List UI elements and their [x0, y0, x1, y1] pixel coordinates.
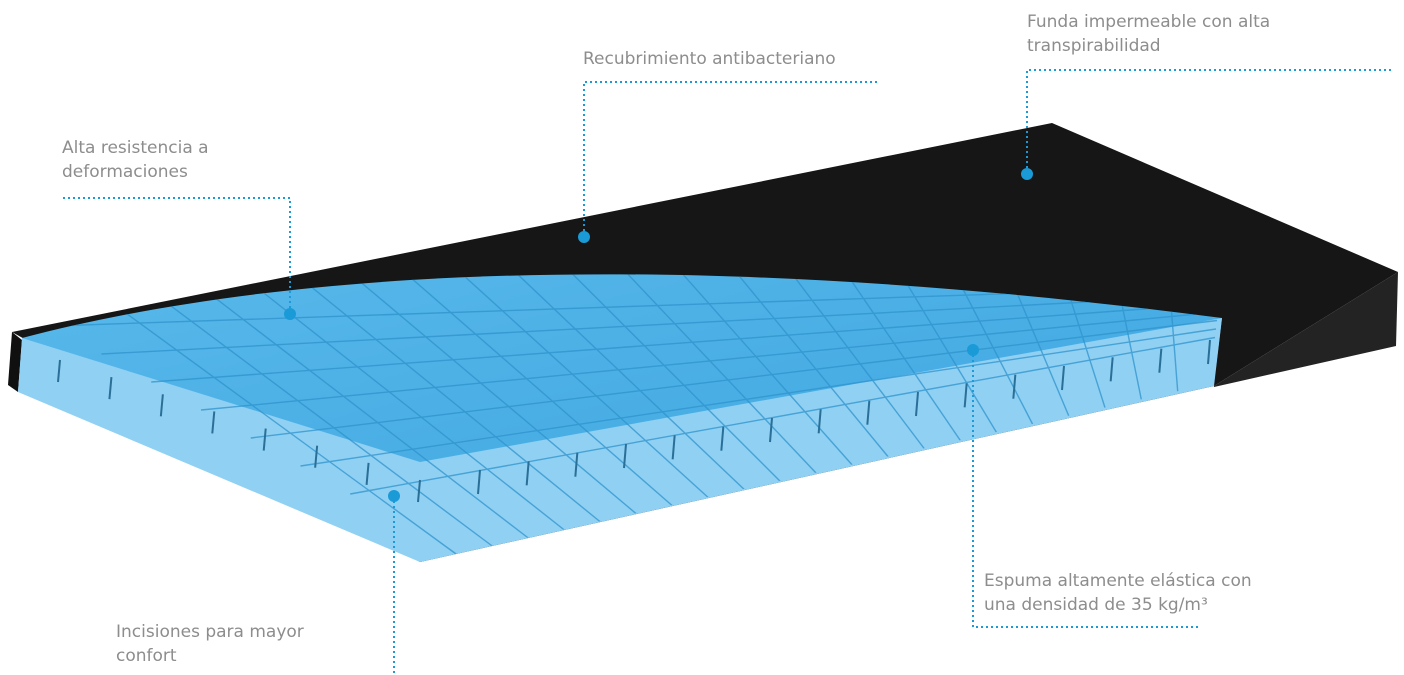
grid-line: [894, 274, 999, 435]
label-espuma-line1: Espuma altamente elástica con: [984, 571, 1252, 591]
leader-espuma: [972, 350, 1198, 628]
dot-incisiones: [388, 490, 400, 502]
grid-line: [512, 274, 746, 491]
grid-line: [300, 328, 1217, 467]
label-resistencia-line2: deformaciones: [62, 162, 188, 182]
incision-mark: [769, 417, 773, 443]
incision-mark: [159, 394, 164, 417]
dot-funda: [1021, 168, 1033, 180]
incision-mark: [57, 359, 61, 383]
grid-line: [403, 274, 674, 507]
label-recubrimiento: Recubrimiento antibacteriano: [583, 47, 836, 71]
incision-mark: [963, 383, 968, 408]
foam-incisions: [57, 339, 1211, 503]
incision-mark: [915, 391, 919, 417]
incision-mark: [314, 445, 319, 468]
leader-resistencia: [62, 197, 291, 313]
label-resistencia-line1: Alta resistencia a: [62, 138, 209, 158]
dot-resistencia: [284, 308, 296, 320]
foam-grid: [51, 274, 1222, 555]
incision-mark: [574, 452, 579, 477]
grid-line: [151, 302, 1220, 383]
grid-line: [200, 311, 1219, 411]
label-resistencia: Alta resistencia a deformaciones: [62, 136, 209, 184]
leader-recubrimiento: [583, 81, 880, 236]
label-recubrimiento-line1: Recubrimiento antibacteriano: [583, 49, 836, 69]
incision-mark: [417, 479, 421, 503]
dot-espuma: [967, 344, 979, 356]
incision-mark: [1158, 348, 1163, 373]
grid-line: [250, 319, 1218, 439]
leader-funda: [1026, 69, 1392, 173]
incision-mark: [866, 400, 871, 425]
grid-line: [785, 274, 926, 451]
label-funda-line2: transpirabilidad: [1027, 36, 1161, 56]
leader-lines: [62, 69, 1392, 675]
grid-line: [457, 274, 710, 499]
incision-mark: [1109, 357, 1114, 382]
grid-line: [676, 274, 854, 467]
grid-line: [101, 294, 1221, 355]
incision-mark: [262, 428, 267, 451]
incision-mark: [671, 435, 676, 460]
label-incisiones: Incisiones para mayor confort: [116, 620, 304, 668]
incision-mark: [1061, 365, 1065, 391]
label-espuma: Espuma altamente elástica con una densid…: [984, 569, 1252, 617]
incision-mark: [623, 443, 627, 469]
grid-line: [294, 274, 601, 523]
incision-mark: [211, 411, 216, 434]
grid-line: [621, 274, 818, 475]
foam-front-side: [18, 318, 1222, 562]
cover-right-side: [1214, 272, 1398, 387]
grid-line: [730, 274, 890, 459]
incision-mark: [365, 462, 370, 485]
cover-left-edge: [8, 332, 22, 392]
incision-mark: [108, 377, 113, 400]
label-funda-line1: Funda impermeable con alta: [1027, 12, 1271, 32]
grid-line: [350, 336, 1216, 495]
incision-mark: [1207, 339, 1211, 365]
label-espuma-line2: una densidad de 35 kg/m³: [984, 595, 1208, 615]
incision-mark: [817, 409, 822, 434]
label-funda: Funda impermeable con alta transpirabili…: [1027, 10, 1270, 58]
incision-mark: [1012, 374, 1017, 399]
grid-line: [839, 274, 962, 443]
annotation-dots: [284, 168, 1033, 502]
incision-mark: [720, 426, 725, 451]
incision-mark: [477, 469, 481, 495]
grid-line: [566, 274, 782, 483]
incision-mark: [525, 461, 530, 486]
grid-line: [348, 274, 637, 515]
dot-recubrimiento: [578, 231, 590, 243]
label-incisiones-line2: confort: [116, 646, 177, 666]
label-incisiones-line1: Incisiones para mayor: [116, 622, 304, 642]
